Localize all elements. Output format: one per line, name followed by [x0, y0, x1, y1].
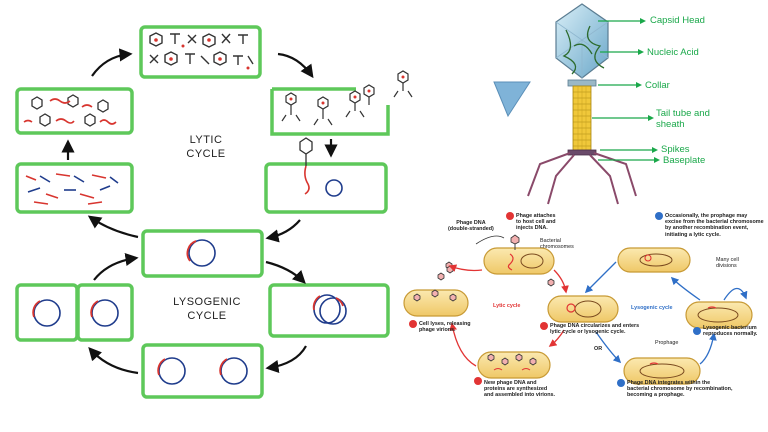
nucleic-acid	[562, 25, 605, 75]
label-tail-tube: Tail tube and sheath	[656, 108, 710, 130]
phage-structure	[493, 3, 660, 205]
label-capsid-head: Capsid Head	[650, 15, 705, 26]
assembly-box	[139, 25, 262, 79]
label-collar: Collar	[645, 80, 670, 91]
step-1-text: Phage attaches to host cell and injects …	[516, 213, 556, 232]
cell-division-boxes	[15, 283, 134, 342]
integration-box	[141, 229, 264, 278]
excision-cell	[617, 247, 691, 273]
left-cycle-diagram	[15, 25, 413, 399]
tail-sheath	[572, 85, 592, 151]
release-box	[270, 70, 413, 136]
phage-dna-label: Phage DNA (double-stranded)	[448, 220, 494, 233]
label-baseplate: Baseplate	[663, 155, 706, 166]
daughter-cells-box	[141, 343, 264, 399]
prophage-replication-box	[268, 283, 390, 338]
collar	[567, 79, 597, 87]
baseplate	[567, 149, 597, 156]
cycle-detail-diagram	[403, 212, 753, 387]
lytic-cycle-detail-label: Lytic cycle	[493, 303, 521, 309]
step-badges	[409, 212, 701, 387]
dividing-cell	[685, 301, 753, 329]
step-3a-text: New phage DNA and proteins are synthesiz…	[484, 380, 555, 399]
label-spikes: Spikes	[661, 144, 690, 155]
host-cell-2	[547, 295, 619, 323]
or-label: OR	[594, 346, 603, 352]
cycle-detail-arrows	[448, 235, 748, 367]
phage-head-marks	[154, 38, 250, 70]
dna-replication-box	[15, 87, 134, 135]
lytic-cycle-label: LYTIC CYCLE	[186, 134, 226, 160]
phage-parts-icons	[149, 32, 254, 66]
tail-fibers	[527, 152, 637, 205]
step-3b-text: Phage DNA integrates within the bacteria…	[627, 380, 733, 399]
prophage-label: Prophage	[655, 340, 679, 346]
step-2-text: Phage DNA circularizes and enters lytic …	[550, 323, 640, 336]
structure-pointer-lines	[592, 20, 654, 161]
label-nucleic-acid: Nucleic Acid	[647, 47, 699, 58]
capsid-facet-icon	[493, 81, 531, 118]
infection-box	[264, 137, 388, 214]
lysogenic-cycle-label: LYSOGENIC CYCLE	[173, 296, 241, 322]
prophage-cell	[623, 357, 701, 385]
step-5-text: Occasionally, the prophage may excise fr…	[665, 213, 764, 238]
bacterial-chromosome-label: Bacterial chromosomes	[540, 238, 574, 251]
cycle-arrows	[61, 48, 338, 375]
protein-synthesis-box	[15, 162, 134, 214]
step-4a-text: Cell lyses, releasing phage virions.	[419, 321, 471, 334]
lysogenic-cycle-detail-label: Lysogenic cycle	[631, 305, 673, 311]
step-4b-text: Lysogenic bacterium reproduces normally.	[703, 325, 758, 338]
many-divisions-label: Many cell divisions	[716, 257, 739, 270]
